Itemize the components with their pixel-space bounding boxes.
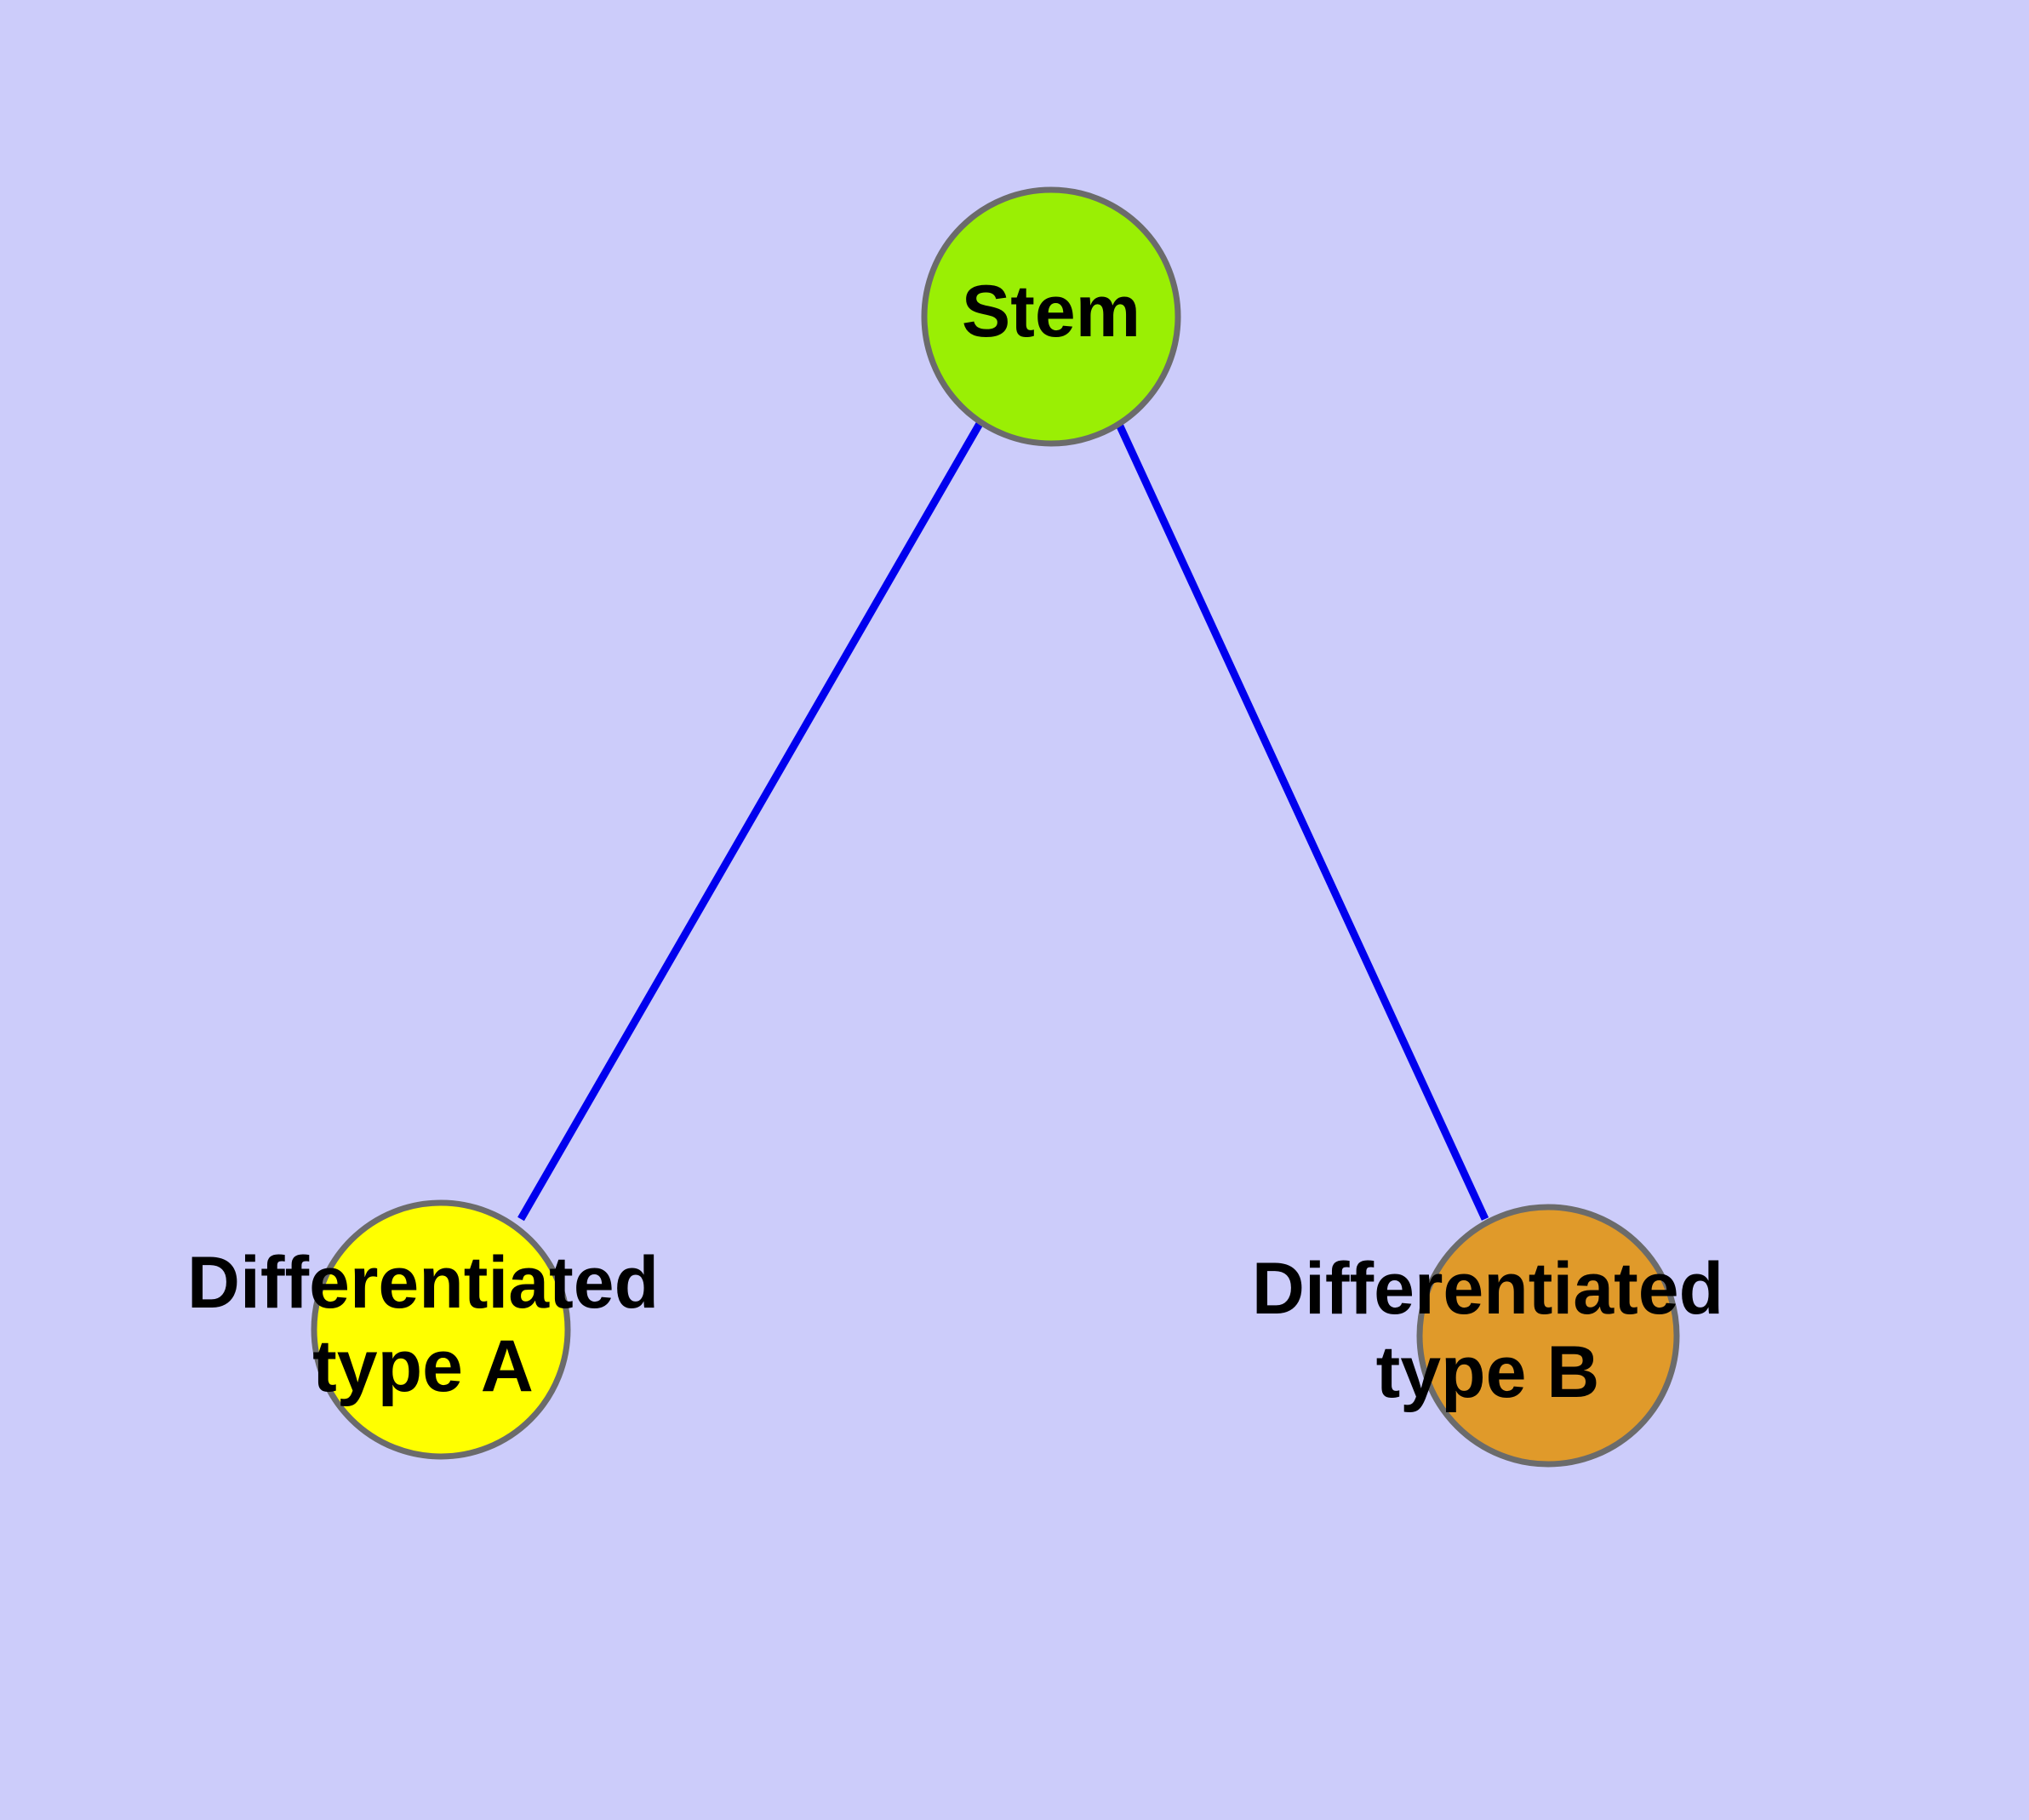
node-label-line: Differentiated: [187, 1242, 659, 1324]
node-stem[interactable]: [921, 186, 1181, 447]
node-label-stem: Stem: [962, 271, 1140, 352]
node-diff_b[interactable]: [1416, 1204, 1680, 1468]
node-label-line: Differentiated: [1252, 1248, 1723, 1330]
edge-stem-diff-a[interactable]: [517, 420, 984, 1222]
node-diff_a[interactable]: [311, 1199, 571, 1460]
node-label-line: type A: [312, 1325, 534, 1407]
nodes-group: [311, 186, 1680, 1468]
node-label-line: Stem: [962, 271, 1140, 352]
node-label-line: type B: [1376, 1331, 1600, 1413]
edges-group: [517, 417, 1489, 1222]
edge-stem-diff-b[interactable]: [1112, 417, 1489, 1221]
